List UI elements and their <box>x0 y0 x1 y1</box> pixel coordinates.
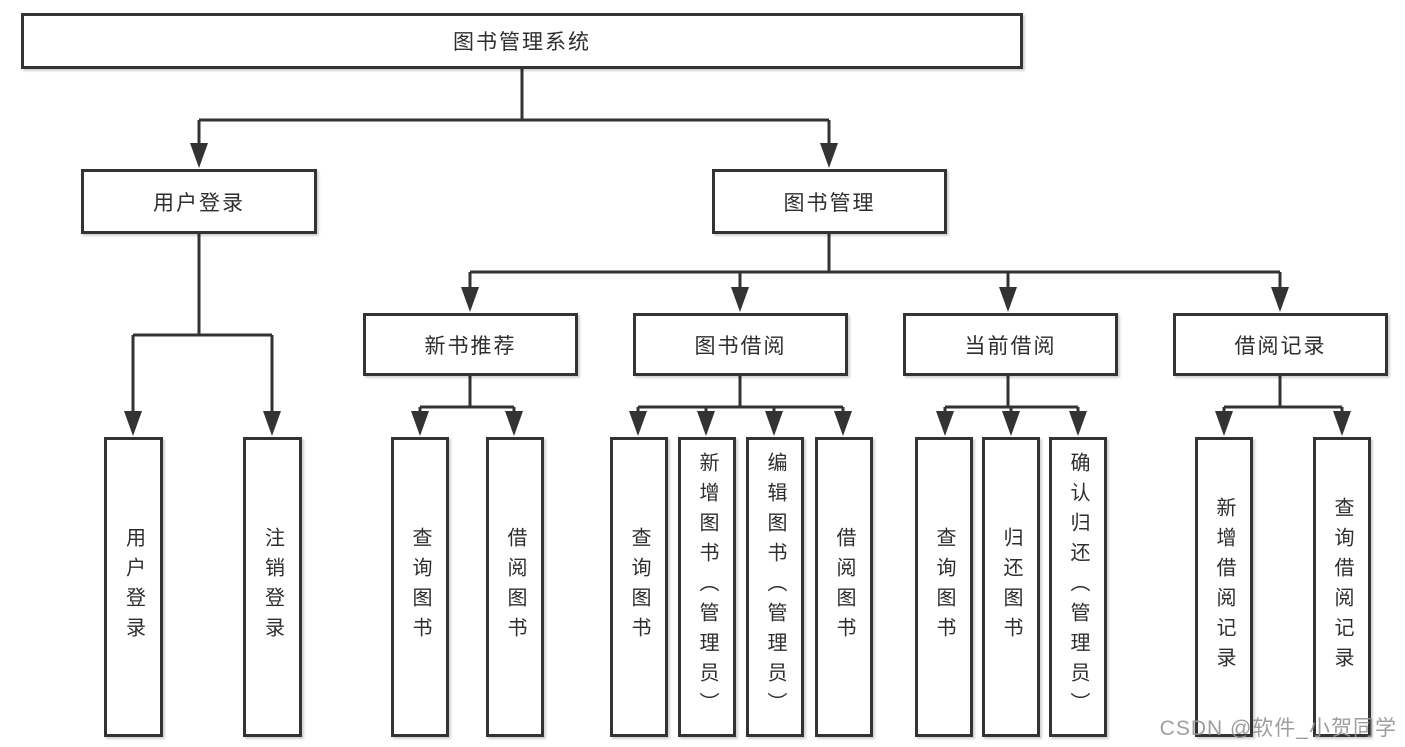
leaf-add-books-admin: 新增图书（管理员） <box>678 437 736 737</box>
leaf-current-query-books: 查询图书 <box>915 437 973 737</box>
leaf-confirm-return-admin: 确认归还（管理员） <box>1049 437 1107 737</box>
node-label: 当前借阅 <box>964 334 1057 358</box>
node-label: 新书推荐 <box>424 334 517 358</box>
leaf-borrowing-query-books: 查询图书 <box>610 437 668 737</box>
leaf-add-borrow-record: 新增借阅记录 <box>1195 437 1253 737</box>
node-book-borrowing: 图书借阅 <box>633 313 848 376</box>
leaf-recommend-borrow-books: 借阅图书 <box>486 437 544 737</box>
node-library-management-system: 图书管理系统 <box>21 13 1023 69</box>
node-new-book-recommend: 新书推荐 <box>363 313 578 376</box>
node-current-borrowing: 当前借阅 <box>903 313 1118 376</box>
arrowhead-icons <box>124 143 1351 436</box>
leaf-borrowing-borrow-books: 借阅图书 <box>815 437 873 737</box>
node-book-management: 图书管理 <box>712 169 947 234</box>
leaf-query-borrow-record: 查询借阅记录 <box>1313 437 1371 737</box>
node-label: 借阅记录 <box>1234 334 1327 358</box>
node-borrowing-records: 借阅记录 <box>1173 313 1388 376</box>
leaf-recommend-query-books: 查询图书 <box>391 437 449 737</box>
node-label: 用户登录 <box>153 191 245 215</box>
leaf-edit-books-admin: 编辑图书（管理员） <box>746 437 804 737</box>
leaf-return-books: 归还图书 <box>982 437 1040 737</box>
node-user-login-group: 用户登录 <box>81 169 317 234</box>
leaf-user-login: 用户登录 <box>104 437 163 737</box>
csdn-watermark: CSDN @软件_小贺同学 <box>1159 717 1397 740</box>
node-label: 图书借阅 <box>694 334 787 358</box>
node-label: 图书管理系统 <box>453 31 591 54</box>
leaf-logout: 注销登录 <box>243 437 302 737</box>
node-label: 图书管理 <box>783 191 876 215</box>
